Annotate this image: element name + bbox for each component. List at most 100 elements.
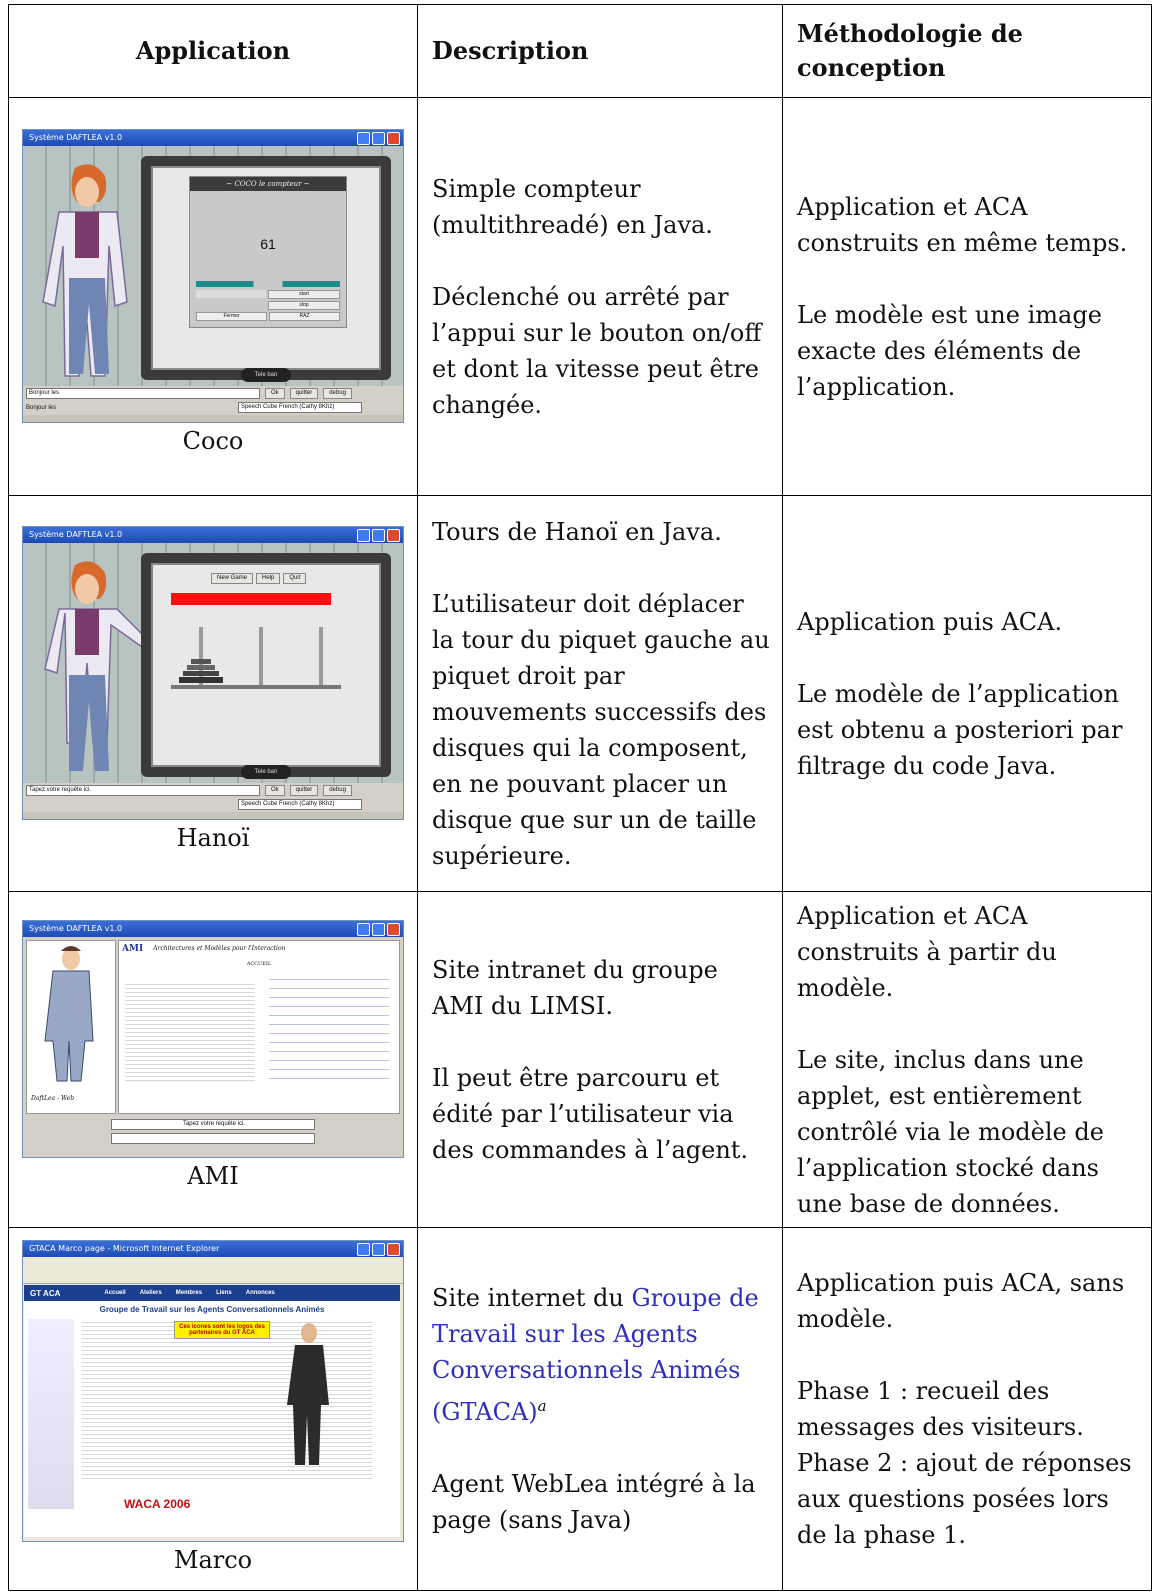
disk[interactable] — [191, 658, 211, 664]
methodology-text: Application puis ACA, sans modèle. — [797, 1269, 1125, 1333]
window-titlebar: GTACA Marco page - Microsoft Internet Ex… — [23, 1241, 403, 1257]
quit-button[interactable]: quitter — [289, 387, 319, 399]
methodology-text: Phase 2 : ajout de réponses aux question… — [797, 1449, 1132, 1549]
coco-panel-title: ~ COCO le compteur ~ — [190, 176, 346, 191]
agent-character-icon — [44, 945, 94, 1081]
methodology-cell: Application puis ACA. Le modèle de l’app… — [782, 495, 1152, 892]
agent-character-icon — [42, 163, 128, 377]
nav-accueil[interactable]: Accueil — [104, 1290, 126, 1296]
methodology-text: Application puis ACA. — [797, 607, 1063, 636]
methodology-text: Application et ACA construits en même te… — [797, 192, 1128, 257]
hanoi-screenshot: Système DAFTLEA v1.0 New Game H — [22, 525, 404, 820]
description-text: Agent WebLea intégré à la page (sans Jav… — [432, 1470, 756, 1534]
agent-input-bar: Bonjour les Ok quitter debug Bonjour les… — [23, 385, 403, 415]
table-row: Système DAFTLEA v1.0 DaftLea - Web — [8, 891, 1152, 1228]
gtaca-link[interactable]: Groupe de Travail sur les Agents Convers… — [432, 1284, 759, 1426]
ami-links[interactable] — [269, 970, 389, 1081]
agent-input-bar: Tapez votre requête ici. Ok quitter debu… — [23, 782, 403, 812]
table-row: GTACA Marco page - Microsoft Internet Ex… — [8, 1227, 1152, 1591]
ami-subtitle: Architectures et Modèles pour l'Interact… — [153, 945, 286, 952]
teleban-logo: Tele ban — [241, 764, 291, 779]
agent-label: DaftLea - Web — [31, 1094, 75, 1102]
disk[interactable] — [183, 670, 219, 676]
disk[interactable] — [187, 664, 215, 670]
description-text: Tours de Hanoï en Java. — [432, 517, 722, 546]
description-text: L’utilisateur doit déplacer la tour du p… — [432, 589, 770, 870]
applet-frame: New Game Help Quit — [141, 552, 391, 779]
debug-button[interactable]: debug — [323, 387, 352, 399]
request-input[interactable]: Bonjour les — [26, 387, 260, 399]
voice-select[interactable]: Speech Cube French (Cathy 8Khz) — [237, 401, 362, 413]
ok-button[interactable]: Ok — [264, 387, 285, 399]
agent-panel: DaftLea - Web — [26, 939, 116, 1114]
voice-select[interactable]: Speech Cube French (Cathy 8Khz) — [237, 798, 362, 810]
nav-membres[interactable]: Membres — [175, 1290, 203, 1296]
description-text: Simple compteur (multithreadé) en Java. — [432, 174, 713, 239]
speech-bubble: Ces icones sont les logos des partenaire… — [174, 1321, 270, 1339]
methodology-cell: Application et ACA construits à partir d… — [782, 891, 1152, 1228]
debug-button[interactable]: debug — [323, 784, 352, 796]
ami-screenshot: Système DAFTLEA v1.0 DaftLea - Web — [22, 919, 404, 1158]
nav-ateliers[interactable]: Ateliers — [139, 1290, 162, 1296]
browser-toolbar[interactable] — [23, 1257, 403, 1284]
methodology-text: Le modèle de l’application est obtenu a … — [797, 679, 1123, 780]
ok-button[interactable]: Ok — [264, 784, 285, 796]
ami-website: AMI Architectures et Modèles pour l'Inte… — [118, 939, 400, 1114]
ami-section: ACCUEIL — [246, 960, 272, 967]
description-cell: Tours de Hanoï en Java. L’utilisateur do… — [417, 495, 783, 892]
methodology-cell: Application et ACA construits en même te… — [782, 97, 1152, 496]
nav-annonces[interactable]: Annonces — [245, 1290, 275, 1296]
nav-liens[interactable]: Liens — [216, 1290, 232, 1296]
description-cell: Site intranet du groupe AMI du LIMSI. Il… — [417, 891, 783, 1228]
game-quit-button[interactable]: Quit — [283, 572, 307, 584]
stop-button[interactable]: stop — [268, 300, 340, 310]
agent-character-icon — [44, 560, 153, 771]
description-cell: Site internet du Groupe de Travail sur l… — [417, 1227, 783, 1591]
teleban-logo: Tele ban — [241, 367, 291, 382]
counter-value: 61 — [260, 235, 276, 252]
speed-slider[interactable] — [196, 280, 340, 287]
window-titlebar: Système DAFTLEA v1.0 — [23, 526, 403, 543]
app-caption: Hanoï — [176, 823, 250, 852]
header-methodology: Méthodologie de conception — [782, 4, 1152, 98]
partner-logos[interactable] — [28, 1319, 74, 1509]
raz-button[interactable]: RAZ — [269, 311, 340, 321]
app-cell-ami: Système DAFTLEA v1.0 DaftLea - Web — [8, 891, 418, 1228]
applications-table: Application Description Méthodologie de … — [8, 4, 1152, 1591]
fermer-button[interactable]: Fermer — [196, 311, 267, 321]
applet-stage: ~ COCO le compteur ~ 61 start — [23, 145, 403, 386]
scroll-track[interactable] — [196, 289, 266, 298]
status-banner — [171, 592, 331, 605]
waca-banner[interactable]: WACA 2006 — [124, 1497, 191, 1511]
header-description: Description — [417, 4, 783, 98]
request-input[interactable]: Tapez votre requête ici. — [26, 784, 260, 796]
site-name: GT ACA — [30, 1288, 61, 1298]
quit-button[interactable]: quitter — [289, 784, 319, 796]
hanoi-towers — [171, 626, 341, 689]
footnote-mark[interactable]: a — [537, 1397, 547, 1415]
applet-frame: ~ COCO le compteur ~ 61 start — [141, 155, 391, 382]
description-text: Déclenché ou arrêté par l’appui sur le b… — [432, 282, 762, 419]
agent-character-icon — [287, 1323, 329, 1465]
start-button[interactable]: start — [268, 289, 340, 299]
help-button[interactable]: Help — [256, 572, 281, 584]
window-titlebar: Système DAFTLEA v1.0 — [23, 129, 403, 146]
table-header-row: Application Description Méthodologie de … — [8, 4, 1152, 98]
disk[interactable] — [179, 676, 223, 683]
app-caption: Marco — [173, 1546, 253, 1574]
close-icon — [387, 1243, 400, 1256]
applet-stage: New Game Help Quit — [23, 542, 403, 783]
app-caption: Coco — [182, 426, 244, 455]
description-text: Site intranet du groupe AMI du LIMSI. — [432, 955, 718, 1020]
status-text: Bonjour les — [26, 404, 57, 411]
new-game-button[interactable]: New Game — [211, 572, 254, 584]
methodology-text: Le modèle est une image exacte des éléme… — [797, 300, 1102, 401]
ami-logo: AMI — [122, 943, 144, 954]
header-application: Application — [8, 4, 418, 98]
request-input[interactable]: Tapez votre requête ici. — [111, 1118, 315, 1130]
gtaca-website: GT ACA Accueil Ateliers Membres Liens An… — [24, 1285, 400, 1537]
methodology-text: Phase 1 : recueil des messages des visit… — [797, 1377, 1084, 1441]
table-row: Système DAFTLEA v1.0 ~ COCO le compteur … — [8, 97, 1152, 496]
app-cell-coco: Système DAFTLEA v1.0 ~ COCO le compteur … — [8, 97, 418, 496]
coco-screenshot: Système DAFTLEA v1.0 ~ COCO le compteur … — [22, 128, 404, 423]
